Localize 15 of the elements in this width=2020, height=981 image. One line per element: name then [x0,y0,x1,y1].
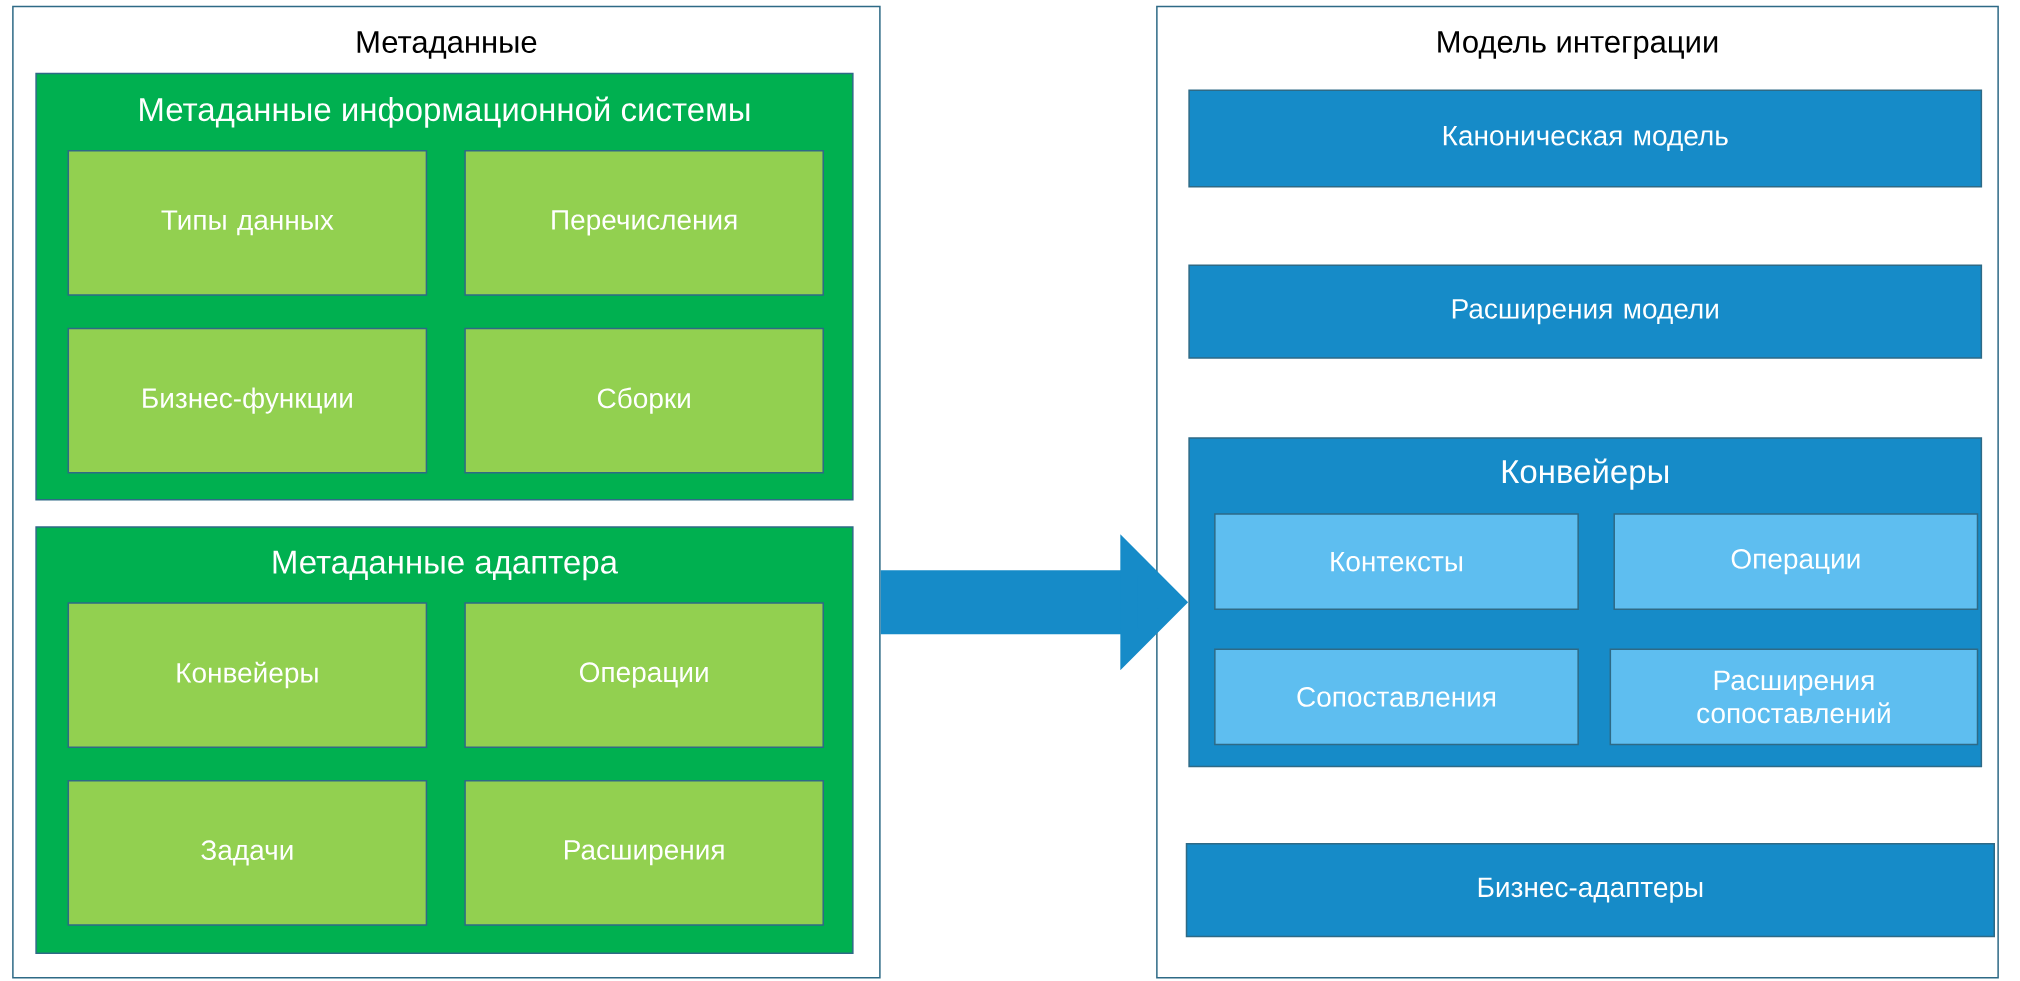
item-box: Расширения модели [1188,264,1983,359]
item-box: Расширения сопоставлений [1609,648,1979,746]
item-box: Задачи [67,779,428,926]
item-box: Каноническая модель [1188,89,1983,188]
item-box: Операции [464,602,824,748]
item-box: Контексты [1214,513,1579,611]
item-box: Перечисления [464,149,824,296]
item-box: Расширения [464,779,824,926]
item-box: Сопоставления [1214,648,1579,746]
item-box: Бизнес-функции [67,327,428,474]
item-box: Конвейеры [67,602,428,748]
item-box: Типы данных [67,149,428,296]
item-box: Сборки [464,327,824,474]
item-box: Операции [1613,513,1979,611]
item-box: Бизнес-адаптеры [1185,843,1995,938]
